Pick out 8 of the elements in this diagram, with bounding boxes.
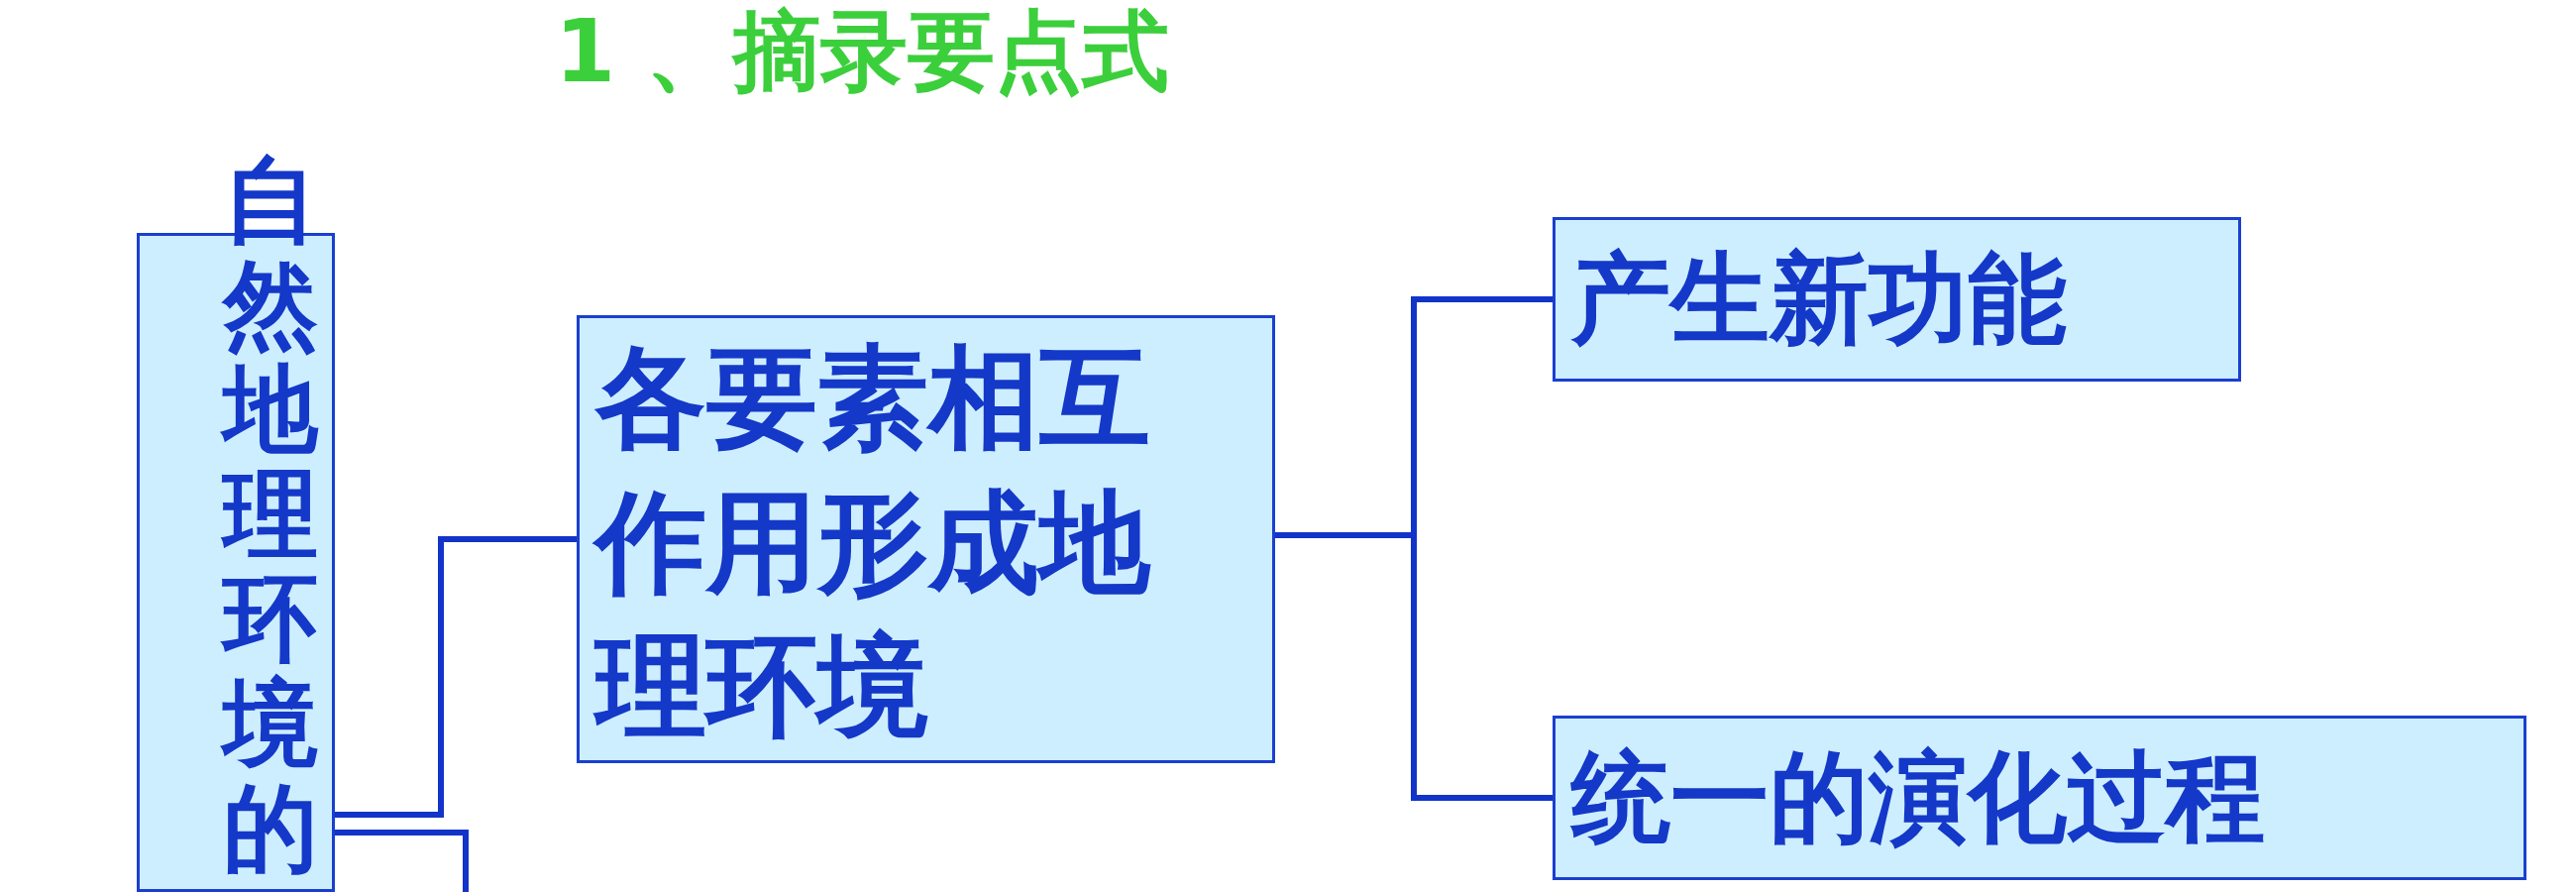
connector-line xyxy=(1275,532,1553,801)
box-text: 统一的演化过程 xyxy=(1571,738,2265,857)
box-text: 产生新功能 xyxy=(1571,240,2067,359)
connector-line xyxy=(335,830,469,892)
concept-box xyxy=(577,315,1275,763)
connector-line xyxy=(335,536,577,818)
concept-box xyxy=(1553,716,2526,880)
concept-box xyxy=(1553,217,2241,382)
